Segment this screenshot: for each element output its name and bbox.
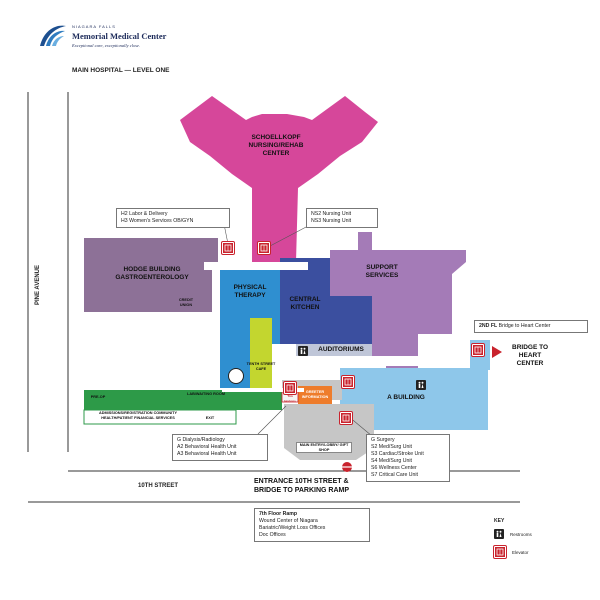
coffee-cup-icon	[228, 368, 244, 384]
tim-hortons-label: Tim Hortons	[284, 394, 296, 403]
ramp-item: Doc Offices	[259, 532, 286, 538]
logo-small-text: NIAGARA FALLS	[72, 24, 116, 29]
pre-op-strip	[84, 396, 98, 404]
tenth-street-label: 10TH STREET	[138, 483, 179, 489]
elevator-icon	[340, 412, 352, 424]
pine-avenue-label: PINE AVENUE	[35, 265, 41, 306]
leader-ns	[269, 225, 309, 247]
ramp-item: Wound Center of Niagara	[259, 518, 318, 524]
a-building	[340, 368, 488, 430]
key-elevator-label: Elevator	[512, 549, 529, 555]
corridor-middle	[284, 356, 448, 366]
key-title: KEY	[494, 518, 505, 524]
a-building-label: A BUILDING	[387, 394, 425, 401]
leader-g-right	[347, 415, 373, 437]
orange-room	[298, 386, 332, 408]
schoellkopf-building	[180, 96, 378, 262]
restroom-icon	[298, 346, 308, 356]
logo-name: Memorial Medical Center	[72, 31, 167, 41]
physical-therapy-label: PHYSICAL THERAPY	[233, 284, 267, 299]
ramp-title: 7th Floor Ramp	[259, 511, 298, 517]
elevator-icon	[342, 376, 354, 388]
callout-ns-line: NS2 Nursing Unit	[311, 211, 352, 217]
callout-g-right-line: S6 Wellness Center	[371, 465, 417, 471]
exit-label: EXIT	[205, 416, 215, 420]
callout-g-right-line: S4 Med/Surg Unit	[371, 458, 412, 464]
bridge-arrow-icon	[492, 346, 502, 358]
logo-swoosh-icon	[40, 25, 66, 46]
ramp-item: Bariatric/Weight Loss Offices	[259, 525, 326, 531]
admissions-label: ADMISSIONS/REGISTRATION COMMUNITY HEALTH…	[99, 411, 177, 420]
central-kitchen-building	[280, 258, 372, 356]
callout-g-left-line: A3 Behavioral Health Unit	[177, 451, 237, 457]
elevator-icon	[258, 242, 270, 254]
key-elevator: Elevator	[494, 546, 574, 558]
hodge-label: HODGE BUILDING GASTROENTEROLOGY	[115, 266, 189, 281]
lab-waiting-label: LAB/WAITING ROOM	[187, 392, 225, 396]
support-services-building	[330, 232, 466, 368]
cafe-label: TENTH STREET CAFE	[246, 362, 276, 371]
logo-tagline: Exceptional care, exceptionally close.	[72, 43, 141, 48]
tenth-street-cafe-area	[250, 318, 272, 390]
elevator-icon	[472, 344, 484, 356]
callout-g-right-line: G Surgery	[371, 437, 395, 443]
map-key: KEY Restrooms Elevator	[494, 518, 574, 570]
central-kitchen-label: CENTRAL KITCHEN	[289, 296, 321, 311]
callout-ns-line: NS3 Nursing Unit	[311, 218, 352, 224]
schoellkopf-label: SCHOELLKOPF NURSING/REHAB CENTER	[248, 134, 304, 157]
callout-h-line: H2 Labor & Delivery	[121, 211, 168, 217]
support-services-label: SUPPORT SERVICES	[365, 264, 399, 279]
callout-g-right: G Surgery S2 Med/Surg Unit S3 Cardiac/St…	[366, 434, 450, 482]
corridor-lab	[222, 388, 304, 392]
auditoriums-label: AUDITORIUMS	[318, 346, 364, 353]
restroom-icon	[416, 380, 426, 390]
bridge-floor-code: 2ND FL	[479, 323, 498, 329]
callout-h-line: H3 Women's Services OB/GYN	[121, 218, 194, 224]
elevator-icon	[494, 546, 506, 558]
admissions-strip	[83, 409, 237, 425]
main-entry-label: MAIN ENTRY/LOBBY/ GIFT SHOP	[296, 442, 352, 454]
callout-g-left: G Dialysis/Radiology A2 Behavioral Healt…	[172, 434, 268, 461]
entrance-label: ENTRANCE 10TH STREET & BRIDGE TO PARKING…	[254, 478, 350, 494]
callout-g-left-line: A2 Behavioral Health Unit	[177, 444, 237, 450]
elevator-icon	[222, 242, 234, 254]
hodge-building	[84, 238, 218, 312]
callout-g-left-line: G Dialysis/Radiology	[177, 437, 225, 443]
auditoriums-area	[296, 344, 372, 358]
greeter-label: GREETER INFORMATION	[301, 390, 329, 399]
key-restrooms-label: Restrooms	[510, 531, 532, 537]
lab-waiting-strip	[84, 390, 282, 410]
callout-ns: NS2 Nursing Unit NS3 Nursing Unit	[306, 208, 378, 228]
elevator-icon	[284, 382, 296, 394]
callout-ramp: 7th Floor Ramp Wound Center of Niagara B…	[254, 508, 370, 542]
corridor-top	[204, 262, 308, 270]
logo: NIAGARA FALLS Memorial Medical Center Ex…	[38, 20, 178, 54]
key-restrooms: Restrooms	[494, 529, 574, 539]
callout-g-right-line: S3 Cardiac/Stroke Unit	[371, 451, 424, 457]
bridge-heart-label: BRIDGE TO HEART CENTER	[512, 344, 548, 367]
callout-g-right-line: S2 Med/Surg Unit	[371, 444, 412, 450]
callout-g-right-line: S7 Critical Care Unit	[371, 472, 418, 478]
leader-g-left	[257, 405, 287, 435]
credit-union-label: CREDIT UNION	[178, 298, 194, 307]
callout-h: H2 Labor & Delivery H3 Women's Services …	[116, 208, 230, 228]
restroom-icon	[494, 529, 504, 539]
callout-bridge-floor: 2ND FL Bridge to Heart Center	[474, 320, 588, 333]
bridge-floor-text: Bridge to Heart Center	[498, 323, 551, 329]
map-title: MAIN HOSPITAL — LEVEL ONE	[72, 67, 170, 74]
pre-op-label: PRE-OP	[90, 395, 106, 399]
